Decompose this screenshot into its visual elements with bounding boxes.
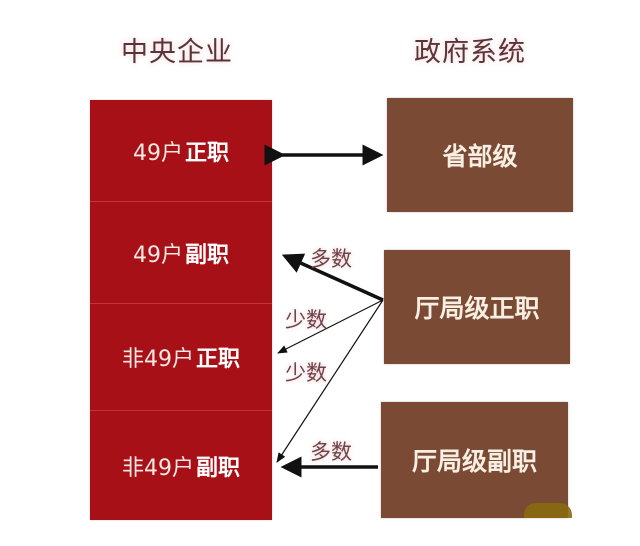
enterprise-cell-49-deputy: 49户副职 xyxy=(90,202,272,304)
label-majority-2: 多数 xyxy=(310,440,352,464)
gov-box-bureau-deputy: 厅局级副职 xyxy=(381,402,568,518)
label-majority-1: 多数 xyxy=(310,247,352,271)
header-government-system: 政府系统 xyxy=(414,37,526,68)
enterprise-cell-non49-deputy: 非49户副职 xyxy=(90,411,272,520)
enterprise-cell-non49-principal: 非49户正职 xyxy=(90,304,272,411)
enterprise-prefix: 49户 xyxy=(132,140,183,166)
enterprise-cell-49-principal: 49户正职 xyxy=(90,100,272,202)
watermark-badge xyxy=(524,503,572,518)
thin-arrow-minority-non49-principal xyxy=(277,299,384,354)
enterprise-prefix: 非49户 xyxy=(121,347,194,372)
gov-box-provincial-ministerial: 省部级 xyxy=(387,98,573,212)
label-minority-1: 少数 xyxy=(285,308,327,332)
central-enterprise-column: 49户正职 49户副职 非49户正职 非49户副职 xyxy=(90,100,272,520)
header-central-enterprises: 中央企业 xyxy=(121,37,233,68)
enterprise-rank: 正职 xyxy=(184,140,229,166)
thin-arrow-minority-non49-deputy xyxy=(276,299,384,463)
thick-arrow-majority-49-deputy xyxy=(281,253,384,302)
enterprise-rank: 正职 xyxy=(195,347,240,372)
label-minority-2: 少数 xyxy=(285,361,327,385)
enterprise-prefix: 49户 xyxy=(132,242,183,268)
enterprise-rank: 副职 xyxy=(195,455,240,481)
enterprise-prefix: 非49户 xyxy=(121,455,194,481)
enterprise-rank: 副职 xyxy=(184,242,229,268)
gov-box-bureau-principal: 厅局级正职 xyxy=(384,250,570,364)
